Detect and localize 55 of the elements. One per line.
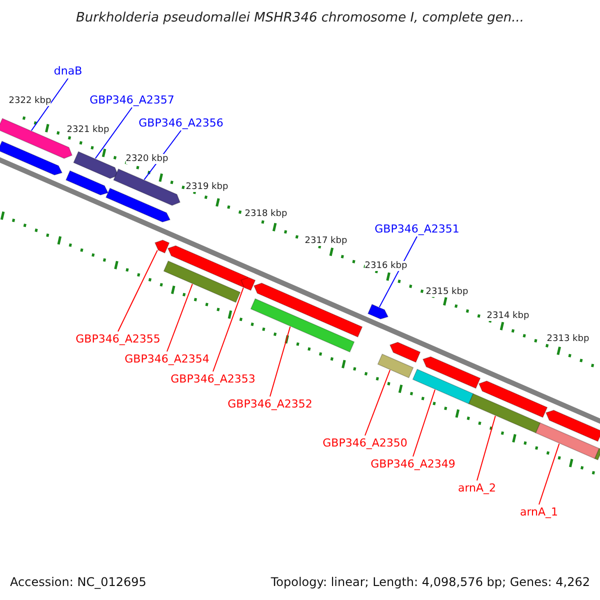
leader-line bbox=[166, 284, 193, 352]
gene-bar bbox=[167, 245, 249, 288]
scale-label: 2315 kbp bbox=[426, 287, 468, 297]
gene-bar bbox=[73, 151, 119, 179]
leader-line bbox=[94, 107, 132, 159]
gene-label: GBP346_A2351 bbox=[374, 222, 460, 236]
leader-line bbox=[212, 287, 244, 372]
leader-line bbox=[118, 250, 158, 332]
gene-bar bbox=[154, 240, 170, 254]
scale-label: 2322 kbp bbox=[8, 96, 52, 106]
gene-bar bbox=[594, 448, 600, 460]
gene-label: arnA_1 bbox=[520, 506, 558, 518]
leader-line bbox=[476, 415, 496, 481]
scale-label: 2319 kbp bbox=[186, 182, 228, 192]
gene-label: GBP346_A2352 bbox=[228, 398, 312, 410]
gene-bar bbox=[163, 260, 241, 303]
gene-bar bbox=[113, 168, 181, 206]
gene-bar bbox=[377, 354, 414, 378]
scale-label: 2318 kbp bbox=[244, 209, 288, 219]
gene-label: GBP346_A2349 bbox=[370, 458, 456, 470]
scale-label: 2316 kbp bbox=[364, 261, 408, 271]
gene-label: GBP346_A2355 bbox=[76, 332, 160, 346]
gene-bar bbox=[105, 188, 171, 222]
gene-label: GBP346_A2350 bbox=[322, 436, 408, 450]
summary-text: Topology: linear; Length: 4,098,576 bp; Genes: 4,262 bbox=[270, 575, 590, 589]
gene-label: dnaB bbox=[54, 64, 82, 78]
gene-bar bbox=[65, 170, 109, 196]
gene-label: GBP346_A2356 bbox=[138, 116, 224, 130]
gene-bar bbox=[468, 393, 541, 434]
gene-bar bbox=[389, 342, 421, 363]
scale-label: 2313 kbp bbox=[546, 334, 590, 344]
gene-bar bbox=[0, 140, 63, 176]
scale-label: 2321 kbp bbox=[66, 125, 110, 135]
gene-bar bbox=[367, 304, 389, 320]
gene-bar bbox=[422, 356, 481, 389]
gene-bar bbox=[250, 298, 355, 353]
scale-label: 2317 kbp bbox=[304, 236, 348, 246]
scale-label: 2314 kbp bbox=[486, 311, 530, 321]
title: Burkholderia pseudomallei MSHR346 chromosome I, complete gen... bbox=[76, 10, 524, 26]
gene-label: GBP346_A2354 bbox=[124, 352, 210, 366]
scale-label: 2320 kbp bbox=[126, 154, 168, 164]
gene-bar bbox=[253, 282, 363, 338]
gene-bar bbox=[535, 422, 600, 460]
leader-line bbox=[364, 370, 390, 436]
accession-text: Accession: NC_012695 bbox=[10, 575, 146, 589]
gene-bar bbox=[478, 380, 548, 418]
gene-label: GBP346_A2353 bbox=[170, 372, 256, 386]
gene-label: GBP346_A2357 bbox=[90, 94, 174, 106]
gene-bar bbox=[412, 368, 474, 404]
leader-line bbox=[538, 443, 560, 505]
gene-bar bbox=[240, 277, 256, 291]
leader-line bbox=[30, 78, 68, 132]
gene-bar bbox=[545, 410, 600, 442]
gene-label: arnA_2 bbox=[458, 482, 496, 494]
leader-line bbox=[270, 326, 291, 397]
